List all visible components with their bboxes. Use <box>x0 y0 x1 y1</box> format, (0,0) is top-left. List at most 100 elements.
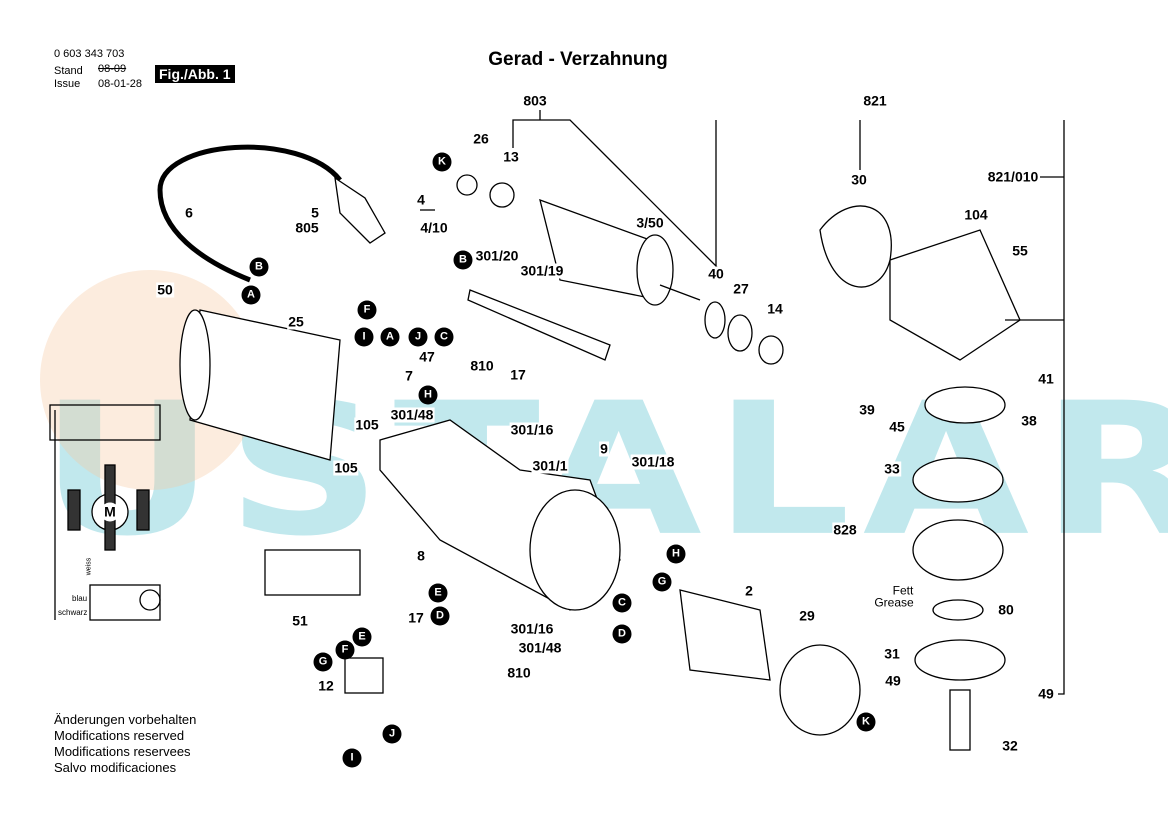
connection-callout: J <box>408 327 428 347</box>
stand-label: Stand <box>54 65 83 77</box>
part-number-label: 39 <box>858 401 876 418</box>
part-number-label: 41 <box>1037 370 1055 387</box>
part-number-label: 33 <box>883 460 901 477</box>
part-number-label: 810 <box>469 357 495 374</box>
part-number-label: 25 <box>287 313 305 330</box>
part-number-label: 301/20 <box>474 247 520 264</box>
part-number-label: 810 <box>506 664 532 681</box>
part-number-label: 38 <box>1020 412 1038 429</box>
part-number-label: 30 <box>850 171 868 188</box>
connection-callout: K <box>432 152 452 172</box>
part-number-label: 14 <box>766 300 784 317</box>
connection-callout: H <box>418 385 438 405</box>
connection-callout: B <box>453 250 473 270</box>
plug <box>334 176 386 244</box>
connection-callout: B <box>249 257 269 277</box>
connection-callout: H <box>666 544 686 564</box>
connection-callout: J <box>382 724 402 744</box>
stand-value: 08-09 <box>98 63 127 75</box>
part-number-label: 6 <box>184 204 194 221</box>
footer-line: Änderungen vorbehalten <box>54 712 197 727</box>
footer-notes: Änderungen vorbehalten Modifications res… <box>54 712 196 776</box>
wire-label: blau <box>72 594 88 603</box>
connection-callout: A <box>380 327 400 347</box>
power-cord <box>157 144 342 283</box>
part-number-label: 31 <box>883 645 901 662</box>
figure-label: Fig./Abb. 1 <box>155 65 235 83</box>
part-number-label: 2 <box>744 582 754 599</box>
part-number-label: 9 <box>599 440 609 457</box>
part-number-label: 5 <box>310 204 320 221</box>
part-number-label: 55 <box>1011 242 1029 259</box>
part-number-label: 828 <box>832 521 858 538</box>
connection-callout: G <box>313 652 333 672</box>
part-number-label: 301/48 <box>389 406 435 423</box>
part-number-label: 29 <box>798 607 816 624</box>
connection-callout: F <box>335 640 355 660</box>
connection-callout: F <box>357 300 377 320</box>
part-number-label: 47 <box>418 348 436 365</box>
part-number-label: 4 <box>416 191 426 208</box>
part-number-label: 13 <box>502 148 520 165</box>
part-number-label: 50 <box>156 281 174 298</box>
connection-callout: E <box>352 627 372 647</box>
part-number-label: 80 <box>997 601 1015 618</box>
part-number-label: 301/19 <box>519 262 565 279</box>
connection-callout: C <box>434 327 454 347</box>
issue-label: Issue <box>54 78 81 90</box>
capacitor-box <box>264 549 361 596</box>
part-number-label: 45 <box>888 418 906 435</box>
motor-symbol: M <box>100 502 120 522</box>
part-number-label: 49 <box>884 672 902 689</box>
part-number-label: 301/16 <box>509 620 555 637</box>
connection-callout: A <box>241 285 261 305</box>
part-number-label: 12 <box>317 677 335 694</box>
gear-head <box>889 229 1021 361</box>
part-number-label: 803 <box>522 92 548 109</box>
part-number-label: 26 <box>472 130 490 147</box>
part-number-label: 49 <box>1037 685 1055 702</box>
connection-callout: E <box>428 583 448 603</box>
connection-callout: I <box>342 748 362 768</box>
spindle <box>949 689 971 751</box>
part-number-label: 8 <box>416 547 426 564</box>
part-number-label: 4/10 <box>419 219 449 236</box>
issue-value: 08-01-28 <box>98 78 143 90</box>
part-number-label: 3/50 <box>635 214 665 231</box>
part-number-label: 51 <box>291 612 309 629</box>
bevel-gear <box>924 386 1006 424</box>
part-number-label: 27 <box>732 280 750 297</box>
part-number: 0 603 343 703 <box>54 48 125 60</box>
part-number-label: 40 <box>707 265 725 282</box>
part-number-label: 821 <box>862 92 888 109</box>
footer-line: Salvo modificaciones <box>54 760 177 775</box>
wire-label: schwarz <box>58 608 88 617</box>
part-number-label: 105 <box>333 459 359 476</box>
stator <box>679 589 771 681</box>
part-number-label: Grease <box>873 595 915 611</box>
footer-line: Modifications reserved <box>54 728 185 743</box>
connection-callout: I <box>354 327 374 347</box>
connection-callout: D <box>612 624 632 644</box>
part-number-label: 7 <box>404 367 414 384</box>
connection-callout: D <box>430 606 450 626</box>
part-number-label: 301/1 <box>531 457 569 474</box>
part-number-label: 32 <box>1001 737 1019 754</box>
page-title: Gerad - Verzahnung <box>488 49 668 70</box>
part-number-label: 301/16 <box>509 421 555 438</box>
part-number-label: 105 <box>354 416 380 433</box>
part-number-label: Fett <box>891 583 915 599</box>
part-number-label: 17 <box>407 609 425 626</box>
wire-label: weiss <box>85 557 93 576</box>
air-guide <box>779 644 861 736</box>
part-number-label: 17 <box>509 366 527 383</box>
connection-callout: K <box>856 712 876 732</box>
part-number-label: 805 <box>294 219 320 236</box>
footer-line: Modifications reservees <box>54 744 191 759</box>
part-number-label: 301/18 <box>630 453 676 470</box>
connection-callout: G <box>652 572 672 592</box>
part-number-label: 821/010 <box>986 168 1040 185</box>
part-number-label: 104 <box>963 206 989 223</box>
